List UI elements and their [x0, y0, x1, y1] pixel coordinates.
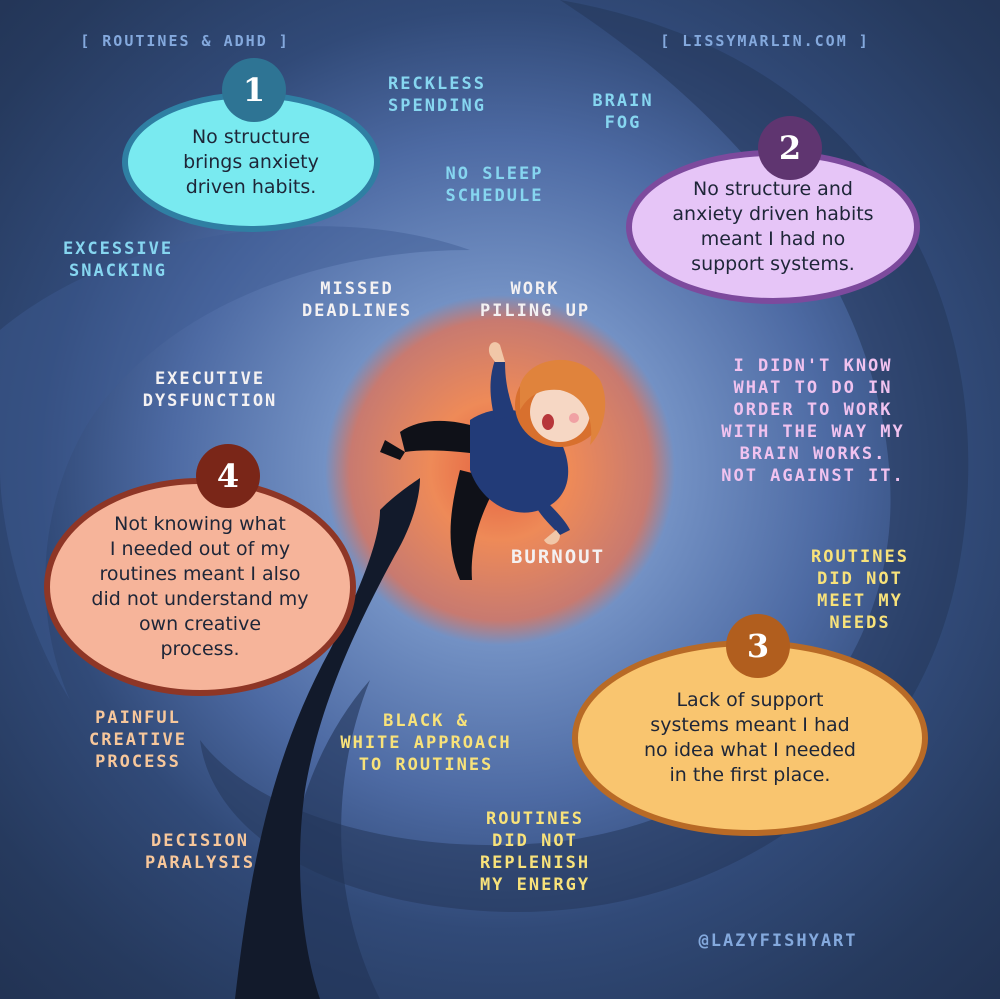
site-link: [ LISSYMARLIN.COM ]	[660, 32, 870, 50]
label-brain-fog: BRAIN FOG	[592, 91, 654, 133]
spiral-band-left	[0, 226, 470, 700]
label-work-piling-up: WORK PILING UP	[479, 279, 591, 321]
label-decision-paralysis: DECISION PARALYSIS	[144, 831, 256, 873]
falling-character	[380, 342, 606, 580]
label-routines-needs: ROUTINES DID NOT MEET MY NEEDS	[811, 547, 909, 633]
step-4-text: Not knowing what I needed out of my rout…	[91, 513, 309, 660]
step-3-badge: 3	[726, 614, 790, 678]
step-4-badge: 4	[196, 444, 260, 508]
step-4-bubble: Not knowing what I needed out of my rout…	[44, 478, 356, 696]
label-missed-deadlines: MISSED DEADLINES	[301, 279, 413, 321]
step-2-bubble: No structure and anxiety driven habits m…	[626, 150, 920, 304]
step-2-badge: 2	[758, 116, 822, 180]
label-didnt-know: I DIDN'T KNOW WHAT TO DO IN ORDER TO WOR…	[721, 356, 905, 486]
label-routines-energy: ROUTINES DID NOT REPLENISH MY ENERGY	[479, 809, 591, 895]
label-reckless-spending: RECKLESS SPENDING	[388, 74, 486, 116]
label-no-sleep-schedule: NO SLEEP SCHEDULE	[445, 164, 544, 206]
label-excessive-snacking: EXCESSIVE SNACKING	[62, 239, 174, 281]
swirl-arrow	[235, 478, 420, 999]
series-tag: [ ROUTINES & ADHD ]	[80, 32, 290, 50]
label-black-white-approach: BLACK & WHITE APPROACH TO ROUTINES	[340, 711, 512, 775]
artist-credit: @LAZYFISHYART	[698, 931, 858, 951]
step-1-text: No structure brings anxiety driven habit…	[183, 125, 319, 198]
spiral-band-bottom	[283, 680, 380, 999]
step-2-text: No structure and anxiety driven habits m…	[672, 178, 874, 275]
step-3-text: Lack of support systems meant I had no i…	[643, 689, 856, 786]
label-painful-creative-process: PAINFUL CREATIVE PROCESS	[89, 708, 187, 772]
label-burnout: BURNOUT	[510, 546, 606, 568]
step-1-badge: 1	[222, 58, 286, 122]
label-executive-dysfunction: EXECUTIVE DYSFUNCTION	[142, 369, 278, 411]
